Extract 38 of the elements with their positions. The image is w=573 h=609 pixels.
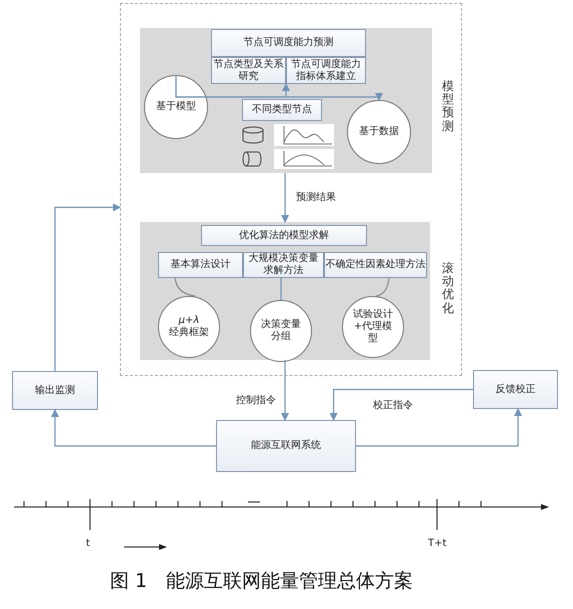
process-box: 不确定性因素处理方法 — [324, 252, 427, 278]
process-box: 大规模决策变量求解方法 — [243, 252, 324, 278]
side-label: 模型预测 — [442, 80, 454, 133]
time-label: t — [86, 538, 90, 549]
circle-node: 决策变量分组 — [250, 300, 312, 362]
process-box: 节点类型及关系研究 — [211, 57, 286, 84]
process-box: 节点可调度能力预测 — [211, 29, 366, 57]
connector-line — [280, 278, 282, 300]
time-label: T+t — [428, 538, 446, 549]
edge-label: 控制指令 — [236, 393, 276, 407]
side-label: 滚动优化 — [442, 262, 454, 315]
circle-node: 基于模型 — [144, 75, 208, 139]
circle-node: 基于数据 — [347, 100, 411, 164]
process-box: 优化算法的模型求解 — [201, 225, 367, 246]
edge-label: 校正指令 — [373, 398, 413, 412]
circle-node: 试验设计+代理模型 — [342, 296, 404, 358]
process-box: 输出监测 — [12, 371, 98, 410]
panel-background — [140, 222, 430, 360]
figure-caption: 图 1 能源互联网能量管理总体方案 — [110, 569, 414, 594]
arrow — [356, 408, 522, 447]
arrow — [330, 388, 473, 421]
panel-background — [140, 28, 432, 173]
node-text: 经典框架 — [169, 327, 209, 339]
edge-label: 预测结果 — [296, 190, 336, 204]
arrow — [175, 75, 383, 101]
arrow — [281, 173, 290, 223]
arrow — [54, 203, 121, 371]
dashed-frame — [120, 3, 462, 376]
connector-line — [174, 278, 196, 297]
arrow — [51, 409, 216, 447]
arrow — [281, 360, 289, 421]
formula-text: μ+λ — [178, 315, 200, 326]
process-box: 不同类型节点 — [242, 99, 322, 121]
process-box: 能源互联网系统 — [216, 420, 356, 472]
process-box: 反馈校正 — [473, 370, 558, 409]
process-box: 节点可调度能力指标体系建立 — [286, 57, 366, 84]
process-box: 基本算法设计 — [158, 252, 243, 278]
connector-line — [376, 278, 390, 297]
